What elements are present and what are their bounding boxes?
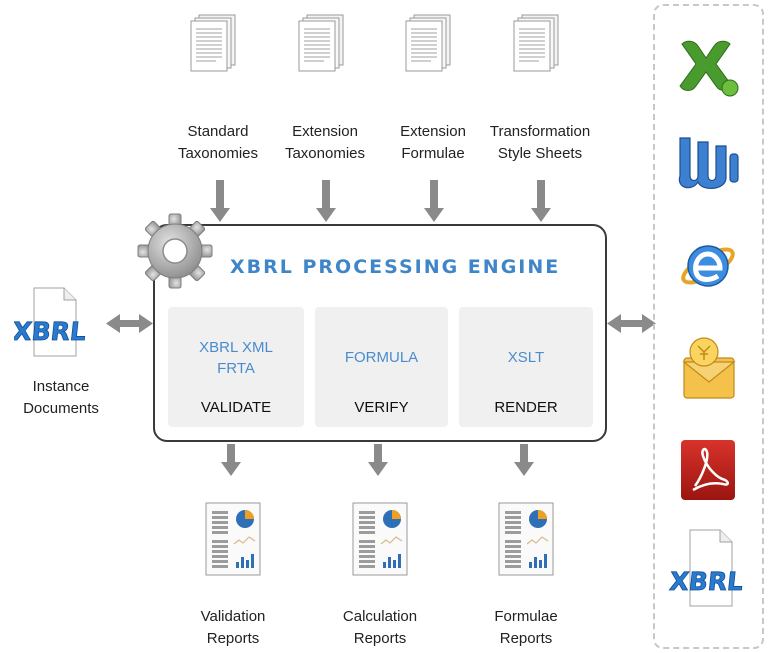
output-label-line1: Calculation xyxy=(342,608,418,625)
excel-icon xyxy=(679,40,739,97)
panel-format-line1: XSLT xyxy=(507,349,545,366)
down-arrow-icon xyxy=(221,444,241,476)
down-arrow-icon xyxy=(531,180,551,222)
internet-explorer-icon xyxy=(681,245,735,287)
down-arrow-icon xyxy=(316,180,336,222)
input-label-line2: Formulae xyxy=(401,145,465,162)
validation-report-icon xyxy=(205,502,261,576)
output-label-line1: Formulae xyxy=(494,608,558,625)
panel-action-label: VERIFY xyxy=(354,399,409,416)
input-label-extension-taxonomies: Extension Taxonomies xyxy=(270,121,380,165)
panel-format-line1: FORMULA xyxy=(344,349,419,366)
input-label-standard-taxonomies: Standard Taxonomies xyxy=(163,121,273,165)
output-label-line2: Reports xyxy=(353,630,407,647)
xbrl-document-icon: XBRL xyxy=(668,529,745,607)
pdf-icon xyxy=(681,440,735,500)
down-arrow-icon xyxy=(514,444,534,476)
gear-icon xyxy=(137,213,213,289)
email-icon xyxy=(682,337,736,399)
input-label-line2: Taxonomies xyxy=(284,145,366,162)
instance-documents-label: Instance Documents xyxy=(16,376,106,420)
word-icon xyxy=(678,137,739,189)
output-label-calculation-reports: Calculation Reports xyxy=(325,606,435,650)
xbrl-logo-text: XBRL xyxy=(14,317,87,346)
xbrl-logo-text: XBRL xyxy=(668,567,745,596)
validate-panel: XBRL XML FRTA VALIDATE xyxy=(168,307,304,427)
input-label-extension-formulae: Extension Formulae xyxy=(378,121,488,165)
xbrl-instance-document-icon: XBRL xyxy=(14,287,88,357)
down-arrow-icon xyxy=(368,444,388,476)
input-label-line1: Standard xyxy=(187,123,249,140)
input-label-line2: Style Sheets xyxy=(497,145,583,162)
down-arrow-icon xyxy=(210,180,230,222)
input-label-transformation-style-sheets: Transformation Style Sheets xyxy=(478,121,602,165)
input-label-line1: Extension xyxy=(400,123,466,140)
panel-format-line2: FRTA xyxy=(217,360,255,377)
output-label-formulae-reports: Formulae Reports xyxy=(471,606,581,650)
panel-action-label: RENDER xyxy=(494,399,558,416)
panel-action-label: VALIDATE xyxy=(200,399,272,416)
output-label-line2: Reports xyxy=(206,630,260,647)
input-label-line1: Extension xyxy=(292,123,358,140)
output-label-line1: Validation xyxy=(200,608,266,625)
verify-panel: FORMULA VERIFY xyxy=(315,307,448,427)
instance-label-line2: Documents xyxy=(23,400,99,417)
bidirectional-arrow-icon xyxy=(106,314,153,333)
panel-format-line1: XBRL XML xyxy=(199,339,273,356)
output-label-line2: Reports xyxy=(499,630,553,647)
instance-label-line1: Instance xyxy=(32,378,90,395)
output-label-validation-reports: Validation Reports xyxy=(178,606,288,650)
input-label-line1: Transformation xyxy=(489,123,591,140)
formulae-report-icon xyxy=(498,502,554,576)
applications-panel xyxy=(653,4,764,649)
down-arrow-icon xyxy=(424,180,444,222)
input-label-line2: Taxonomies xyxy=(177,145,259,162)
render-panel: XSLT RENDER xyxy=(459,307,593,427)
bidirectional-arrow-icon xyxy=(607,314,656,333)
calculation-report-icon xyxy=(352,502,408,576)
engine-title: XBRL PROCESSING ENGINE xyxy=(230,256,561,278)
